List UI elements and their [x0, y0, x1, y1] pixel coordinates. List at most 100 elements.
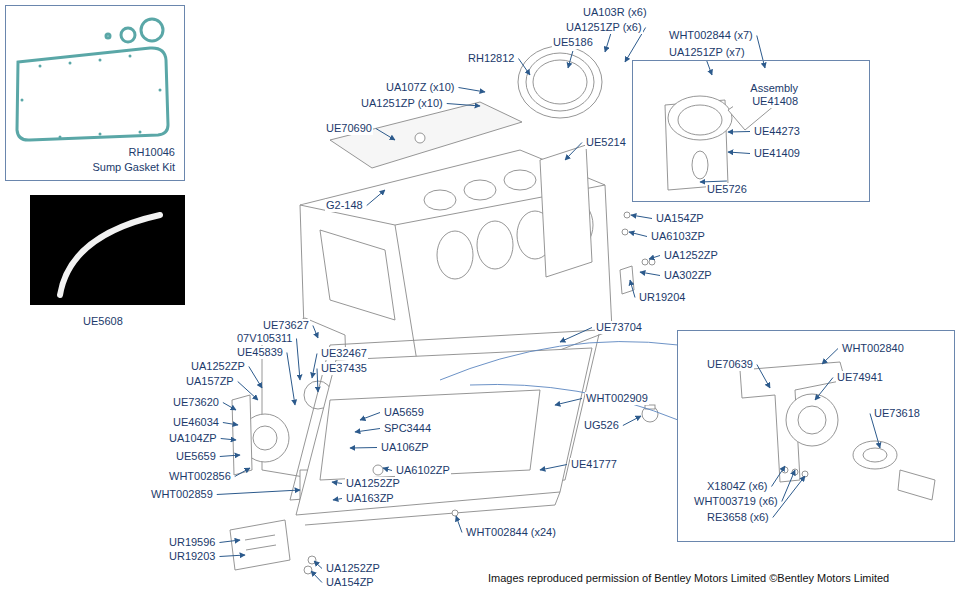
- part-number: RE3658 (x6): [706, 511, 770, 524]
- leader-line: [350, 447, 377, 449]
- leader-line: [447, 104, 480, 107]
- part-number: UE5726: [706, 183, 748, 196]
- leader-line: [458, 88, 485, 93]
- part-number: UG526: [583, 419, 620, 432]
- part-number: SPC3444: [383, 422, 432, 435]
- leader-line: [540, 465, 567, 471]
- leader-line: [568, 51, 573, 68]
- leader-line: [700, 181, 727, 182]
- part-number: UA154ZP: [655, 212, 705, 225]
- part-number: UA6103ZP: [650, 230, 706, 243]
- copyright-note: Images reproduced permission of Bentley …: [487, 572, 890, 585]
- part-number: UA154ZP: [325, 576, 375, 589]
- leader-line: [332, 482, 342, 484]
- leader-line: [376, 129, 395, 141]
- leader-line: [223, 403, 236, 411]
- leader-line: [314, 561, 322, 569]
- gasket-drawing: [17, 19, 168, 140]
- leader-line: [317, 369, 318, 393]
- leader-line: [311, 571, 322, 583]
- leader-line: [287, 353, 295, 406]
- part-number: UA302ZP: [663, 269, 713, 282]
- part-number: RH12812: [467, 52, 515, 65]
- part-number: X1804Z (x6): [706, 480, 769, 493]
- part-number: UA1252ZP: [325, 562, 381, 575]
- part-number: UA6102ZP: [395, 464, 451, 477]
- part-number: UR19203: [168, 550, 216, 563]
- part-number: UA163ZP: [345, 492, 395, 505]
- part-number: UA1252ZP: [345, 477, 401, 490]
- part-number: WHT002844 (x24): [465, 526, 557, 539]
- leader-line: [728, 131, 750, 133]
- part-number: UE5659: [175, 450, 217, 463]
- leader-line: [560, 328, 592, 343]
- part-number: UA106ZP: [380, 441, 430, 454]
- leader-line: [630, 280, 635, 298]
- leader-line: [217, 490, 300, 495]
- part-number: UE70690: [325, 122, 373, 135]
- part-number: UE70639: [706, 358, 754, 371]
- leader-line: [333, 499, 342, 501]
- leader-line: [728, 152, 750, 154]
- part-number: UE74941: [836, 371, 884, 384]
- part-number: Sump Gasket Kit: [91, 161, 176, 174]
- part-number: UE73620: [172, 396, 220, 409]
- part-number: UE45839: [236, 346, 284, 359]
- part-number: UE44273: [753, 125, 801, 138]
- part-number: WHT003719 (x6): [693, 495, 779, 508]
- leader-line: [219, 555, 245, 557]
- leader-line: [312, 354, 317, 379]
- leader-line: [456, 516, 462, 533]
- leader-line: [815, 378, 833, 401]
- leader-line: [772, 466, 785, 487]
- part-number: 07V105311: [236, 332, 293, 345]
- part-number: UE73627: [262, 319, 310, 332]
- leader-line: [822, 349, 838, 365]
- part-number: UE5214: [585, 136, 627, 149]
- oil-pickup-drawing: [740, 362, 935, 500]
- part-number: UE73704: [595, 321, 643, 334]
- inset-box: Assembly UE41408UE44273UE41409UE5726: [632, 60, 870, 202]
- part-number: WHT002844 (x7): [668, 29, 754, 42]
- leader-line: [235, 468, 250, 477]
- part-number: UA1251ZP (x6): [565, 21, 643, 34]
- leader-line: [631, 215, 652, 219]
- leader-line: [221, 439, 236, 441]
- leader-line: [360, 413, 380, 421]
- part-number: UA157ZP: [185, 375, 235, 388]
- leader-line: [757, 36, 765, 69]
- seal-photo: [30, 195, 185, 305]
- leader-line: [757, 365, 770, 389]
- part-number: UR19596: [168, 536, 216, 549]
- leader-line: [640, 272, 660, 276]
- part-number: WHT002859: [150, 488, 214, 501]
- part-number: UE46034: [172, 416, 220, 429]
- leader-line: [220, 455, 240, 457]
- leader-line: [707, 61, 712, 75]
- leader-line: [249, 367, 262, 389]
- leader-line: [623, 416, 641, 426]
- part-number: UA104ZP: [168, 432, 218, 445]
- part-number: UA5659: [383, 406, 425, 419]
- leader-line: [367, 190, 385, 206]
- part-number: G2-148: [325, 199, 364, 212]
- part-number: UE41409: [753, 147, 801, 160]
- leader-line: [649, 256, 660, 260]
- part-number: UE41777: [570, 458, 618, 471]
- leader-line: [313, 326, 318, 339]
- part-number: UE5186: [552, 36, 594, 49]
- leader-line: [629, 232, 647, 237]
- leader-line: [383, 468, 392, 471]
- leader-line: [555, 399, 582, 406]
- part-number: UA103R (x6): [582, 6, 648, 19]
- leader-line: [518, 59, 530, 76]
- leader-line: [219, 540, 240, 543]
- inset-box: RH10046Sump Gasket Kit: [5, 5, 185, 181]
- leader-line: [296, 339, 300, 381]
- part-number: UR19204: [638, 291, 686, 304]
- part-number: WHT002840: [841, 342, 905, 355]
- part-number: UA1252ZP: [663, 249, 719, 262]
- engine-block: [230, 46, 658, 574]
